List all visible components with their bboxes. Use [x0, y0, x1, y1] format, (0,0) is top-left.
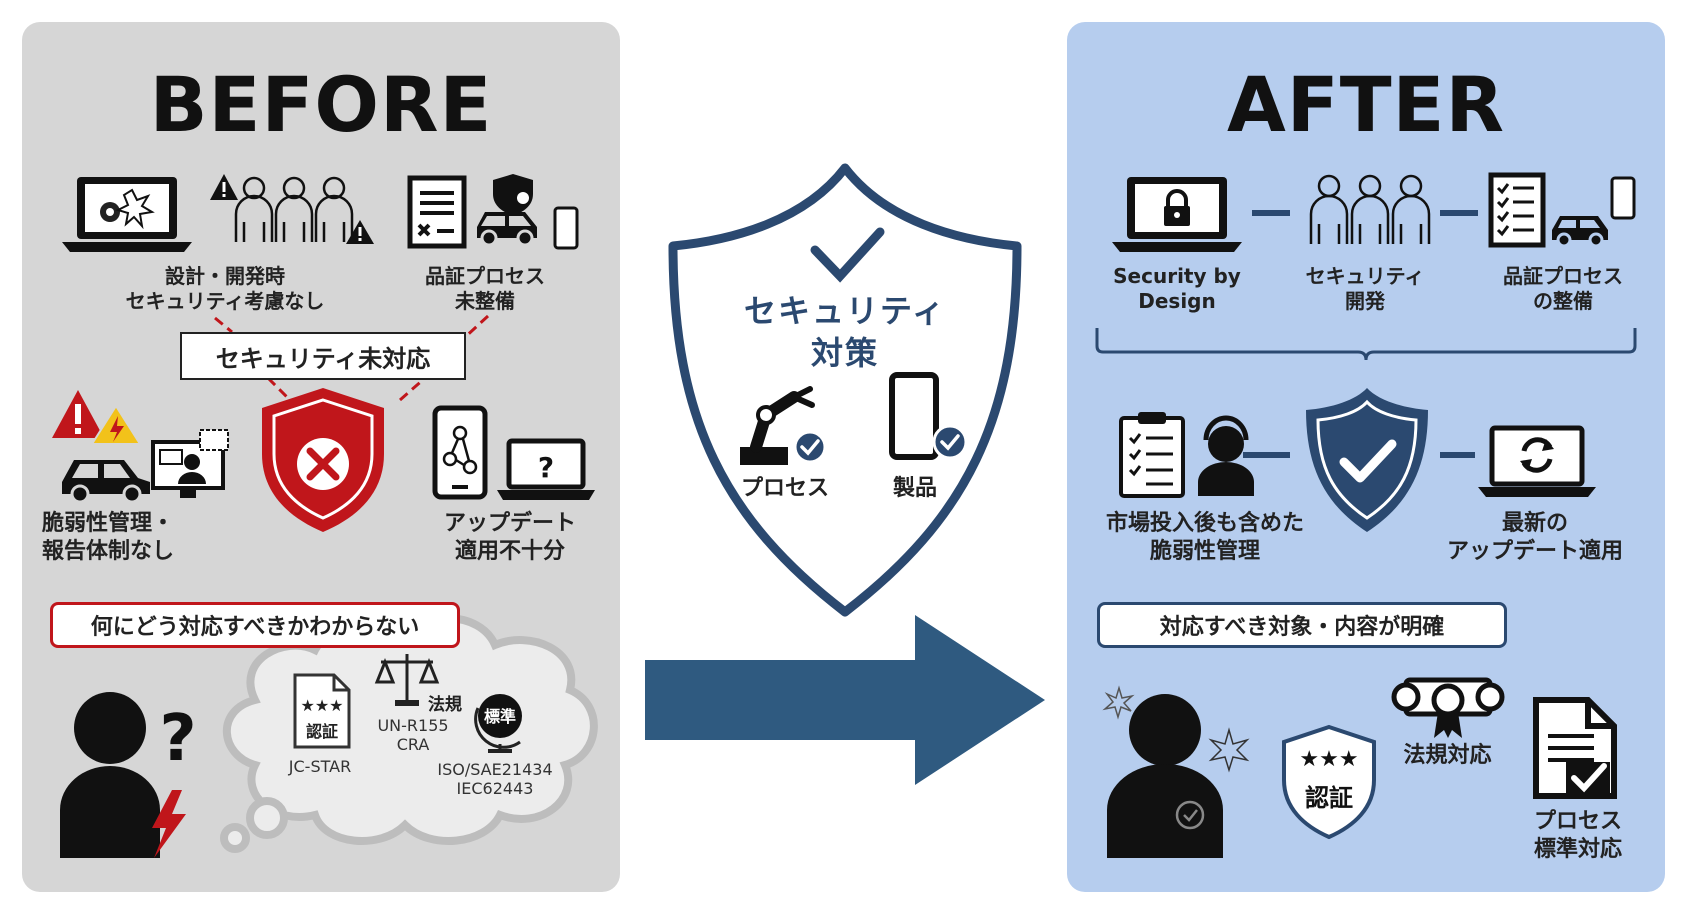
monitor-user-icon [151, 429, 229, 498]
unprotected-shield-icon [262, 388, 384, 532]
qa-checklist-car-icon [1488, 172, 1636, 248]
product-label: 製品 [892, 476, 937, 501]
secure-laptop-icon [1112, 177, 1242, 252]
process-label: プロセス [740, 476, 829, 501]
confident-person-icon [1102, 685, 1250, 858]
security-team-icon [1309, 174, 1431, 244]
un-cra-label: UN-R155 CRA [377, 716, 449, 754]
vuln-management-missing-label: 脆弱性管理・ 報告体制なし [42, 511, 175, 564]
jc-star-label: JC-STAR [288, 757, 352, 776]
standard-globe-icon [474, 694, 522, 753]
process-standard-document-icon [1533, 697, 1617, 799]
before-title: BEFORE [149, 60, 493, 149]
security-measures-title: セキュリティ 対策 [743, 292, 947, 372]
law-text: 法規 [428, 695, 462, 715]
transition-arrow-icon [645, 615, 1045, 785]
warning-icon [52, 390, 142, 445]
security-development-label: セキュリティ 開発 [1305, 264, 1425, 313]
certificate-document-icon [293, 673, 351, 749]
law-scales-icon [374, 654, 440, 706]
design-no-security-label: 設計・開発時 セキュリティ考慮なし [125, 264, 325, 313]
unclear-requirements-box: 何にどう対応すべきかわからない [50, 602, 460, 648]
badge-stars: ★★★ [1299, 747, 1359, 772]
cert-stars: ★★★ [300, 696, 344, 715]
standard-text: 標準 [483, 707, 516, 726]
protected-shield-icon [1306, 388, 1428, 532]
badge-text: 認証 [1305, 784, 1353, 812]
svg-text:?: ? [159, 702, 196, 776]
checklist-document-icon [407, 175, 467, 249]
qa-process-ready-label: 品証プロセス の整備 [1503, 264, 1623, 313]
law-compliance-label: 法規対応 [1403, 743, 1492, 768]
latest-update-label: 最新の アップデート適用 [1446, 511, 1623, 564]
smartphone-icon [889, 372, 968, 460]
robot-arm-icon [740, 386, 827, 465]
cert-text: 認証 [305, 722, 338, 741]
certification-badge-icon [1282, 724, 1376, 840]
lifecycle-vuln-management-label: 市場投入後も含めた 脆弱性管理 [1105, 511, 1304, 564]
developers-warning-icon [210, 174, 374, 244]
infected-laptop-icon [62, 177, 192, 252]
security-measures-shield-icon [668, 163, 1022, 617]
qa-not-ready-label: 品証プロセス 未整備 [425, 264, 545, 313]
security-unsupported-box: セキュリティ未対応 [180, 332, 466, 380]
law-compliance-scroll-icon [1391, 677, 1505, 738]
clear-requirements-box: 対応すべき対象・内容が明確 [1097, 602, 1507, 648]
phone-network-icon [432, 405, 488, 500]
iso-iec-label: ISO/SAE21434 IEC62443 [437, 760, 553, 798]
security-by-design-label: Security by Design [1113, 264, 1241, 313]
after-title: AFTER [1226, 60, 1505, 149]
car-phone-virus-icon [477, 174, 579, 250]
car-icon [62, 460, 150, 504]
process-standard-label: プロセス 標準対応 [1533, 809, 1622, 862]
clipboard-operator-icon [1119, 412, 1254, 498]
svg-text:?: ? [538, 451, 554, 484]
update-laptop-icon [1478, 425, 1596, 497]
update-insufficient-label: アップデート 適用不十分 [443, 511, 576, 564]
confused-person-icon: ? [60, 692, 197, 858]
outdated-laptop-icon: ? [497, 438, 595, 500]
